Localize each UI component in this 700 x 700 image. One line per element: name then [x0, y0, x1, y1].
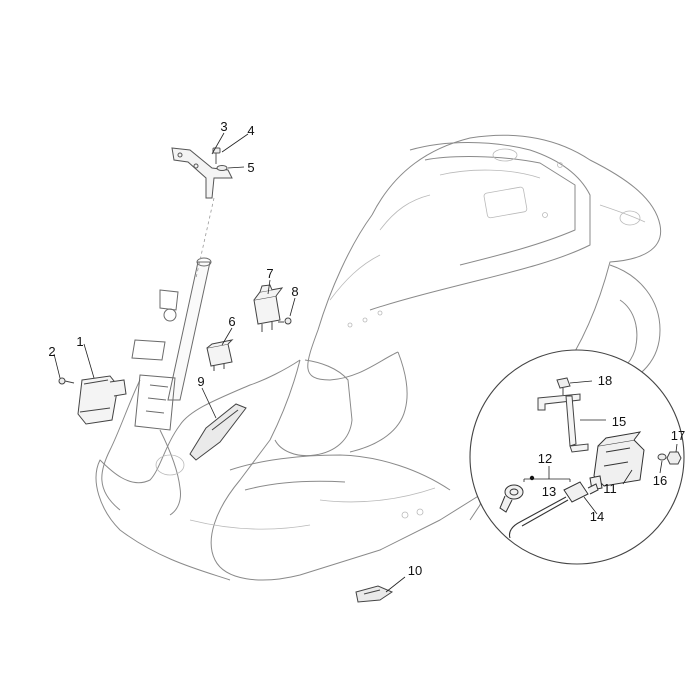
part-8-screw — [278, 317, 292, 325]
callout-9: 9 — [197, 374, 204, 389]
callout-17: 17 — [671, 428, 685, 443]
callout-15: 15 — [612, 414, 626, 429]
part-15-bracket — [537, 393, 589, 453]
callout-18: 18 — [598, 373, 612, 388]
part-11-ignition-coil — [589, 431, 645, 491]
callout-12: 12 — [538, 451, 552, 466]
part-16-washer — [657, 453, 667, 461]
part-10-clip — [355, 585, 394, 603]
callout-14: 14 — [590, 509, 604, 524]
part-1-regulator — [77, 375, 127, 425]
scooter-body-outline — [95, 134, 662, 581]
part-12-13-cable — [508, 496, 569, 539]
part-12-connector — [499, 484, 524, 513]
detail-callout-circle — [469, 349, 685, 565]
callout-labels: 1 2 3 4 5 6 7 8 9 10 11 12 13 14 15 16 1… — [48, 119, 685, 578]
steering-column — [131, 257, 212, 431]
callout-2: 2 — [48, 344, 55, 359]
leader-lines — [53, 132, 678, 593]
part-9-cover — [189, 403, 247, 461]
callout-10: 10 — [408, 563, 422, 578]
callout-5: 5 — [247, 160, 254, 175]
callout-4: 4 — [247, 123, 254, 138]
callout-13: 13 — [542, 484, 556, 499]
callout-3: 3 — [220, 119, 227, 134]
assembly-guide-line — [195, 197, 215, 279]
callout-1: 1 — [76, 334, 83, 349]
scooter-body-detail — [155, 148, 646, 530]
callout-6: 6 — [228, 314, 235, 329]
part-5-washer — [216, 165, 228, 171]
callout-16: 16 — [653, 473, 667, 488]
part-12-marker-dot — [529, 475, 535, 481]
part-14-spark-cap — [563, 481, 599, 503]
part-3-bracket — [171, 147, 233, 199]
callout-7: 7 — [266, 266, 273, 281]
part-17-nut — [666, 451, 682, 465]
part-18-nut — [556, 377, 571, 395]
part-2-screw — [58, 377, 75, 385]
part-6-relay — [206, 339, 234, 371]
callout-11: 11 — [603, 481, 617, 496]
callout-8: 8 — [291, 284, 298, 299]
